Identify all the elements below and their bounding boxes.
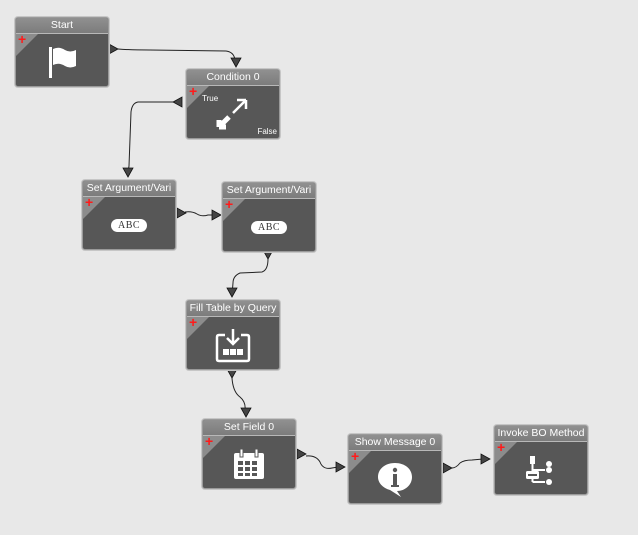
node-condition[interactable]: Condition 0 + True False: [186, 69, 280, 139]
node-set-field[interactable]: Set Field 0 +: [202, 419, 296, 489]
out-port-condition-true: [172, 96, 183, 108]
node-title: Set Field 0: [203, 420, 295, 436]
wire-filltable-setfield: [231, 377, 247, 416]
add-action-icon[interactable]: +: [225, 196, 234, 212]
node-show-message[interactable]: Show Message 0 +: [348, 434, 442, 504]
abc-label: ABC: [110, 218, 148, 232]
out-port-showmessage: [442, 462, 453, 474]
abc-text-icon: ABC: [223, 205, 315, 249]
wire-condition-true-setarg1: [127, 101, 182, 177]
true-branch-label: True: [202, 94, 219, 103]
out-port-setfield: [296, 448, 307, 460]
method-hierarchy-icon: [495, 448, 587, 492]
add-action-icon[interactable]: +: [189, 83, 198, 99]
in-port-invoke: [480, 453, 491, 465]
in-port-setarg2: [211, 209, 222, 221]
add-action-icon[interactable]: +: [18, 31, 27, 47]
in-port-condition: [230, 57, 242, 68]
flag-icon: [16, 40, 108, 84]
in-port-setarg1: [122, 167, 134, 178]
in-port-setfield: [240, 407, 252, 418]
node-title: Show Message 0: [349, 435, 441, 451]
wire-setarg1-setarg2: [184, 211, 216, 217]
out-port-start: [108, 43, 119, 55]
node-title: Set Argument/Vari: [223, 183, 315, 199]
out-port-filltable: [226, 368, 238, 379]
node-title: Fill Table by Query: [187, 301, 279, 317]
expand-arrows-icon: [187, 92, 279, 136]
add-action-icon[interactable]: +: [189, 314, 198, 330]
add-action-icon[interactable]: +: [205, 433, 214, 449]
table-download-icon: [187, 323, 279, 367]
calendar-icon: [203, 442, 295, 486]
add-action-icon[interactable]: +: [351, 448, 360, 464]
false-branch-label: False: [257, 127, 277, 136]
node-title: Start: [16, 18, 108, 34]
node-title: Set Argument/Vari: [83, 181, 175, 197]
node-set-argument-2[interactable]: Set Argument/Vari + ABC: [222, 182, 316, 252]
info-bubble-icon: [349, 457, 441, 501]
node-fill-table-by-query[interactable]: Fill Table by Query +: [186, 300, 280, 370]
add-action-icon[interactable]: +: [85, 194, 94, 210]
node-title: Condition 0: [187, 70, 279, 86]
node-set-argument-1[interactable]: Set Argument/Vari + ABC: [82, 180, 176, 250]
out-port-setarg1: [176, 207, 187, 219]
abc-text-icon: ABC: [83, 203, 175, 247]
wire-setarg2-filltable: [231, 258, 269, 296]
node-start[interactable]: Start +: [15, 17, 109, 87]
wire-start-condition: [117, 48, 237, 67]
abc-label: ABC: [250, 220, 288, 234]
in-port-showmessage: [335, 461, 346, 473]
add-action-icon[interactable]: +: [497, 439, 506, 455]
node-title: Invoke BO Method: [495, 426, 587, 442]
wire-setfield-showmessage: [305, 455, 339, 469]
wire-showmessage-invoke: [451, 458, 484, 469]
node-invoke-bo-method[interactable]: Invoke BO Method +: [494, 425, 588, 495]
in-port-filltable: [226, 287, 238, 298]
